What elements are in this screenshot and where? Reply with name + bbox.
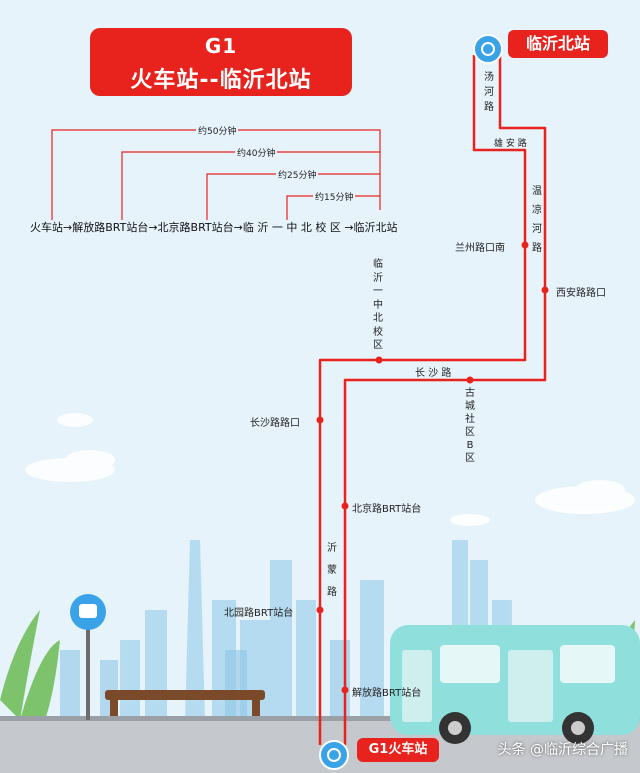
route-code: G1 [204,34,238,58]
stop-xian: 西安路路口 [556,288,606,299]
stop-linyi-no1-north: 临沂一中北校区 [373,259,383,351]
stop-beiyuan-brt: 北园路BRT站台 [224,608,294,619]
duration-25: 约25分钟 [276,168,319,181]
duration-50: 约50分钟 [196,124,239,137]
duration-15: 约15分钟 [313,190,356,203]
watermark: 头条 @临沂综合广播 [497,742,628,758]
street-xiongan: 雄 安 路 [494,139,527,149]
terminal-north-label: 临沂北站 [508,30,608,58]
route-name: 火车站--临沂北站 [130,68,312,93]
street-tanghe: 汤河路 [484,72,494,113]
street-yimeng: 沂蒙路 [327,543,337,598]
station-south-icon [319,740,349,770]
street-wenliang: 温凉河路 [532,186,542,254]
station-north-icon [473,34,503,64]
route-line-west [318,55,527,745]
stop-gucheng: 古城社区B区 [465,388,475,464]
duration-40: 约40分钟 [235,146,278,159]
stop-jiefang-brt: 解放路BRT站台 [352,688,422,699]
stop-lanzhou: 兰州路口南 [455,243,505,254]
stop-changsha-kou: 长沙路路口 [250,418,300,429]
street-changsha: 长 沙 路 [415,368,452,379]
route-sequence: 火车站→解放路BRT站台→北京路BRT站台→临 沂 一 中 北 校 区 →临沂北… [30,221,398,234]
route-title-box: G1 火车站--临沂北站 [90,28,352,96]
stop-beijing-brt: 北京路BRT站台 [352,504,422,515]
route-line-east [343,55,547,745]
terminal-south-label: G1火车站 [357,738,439,762]
